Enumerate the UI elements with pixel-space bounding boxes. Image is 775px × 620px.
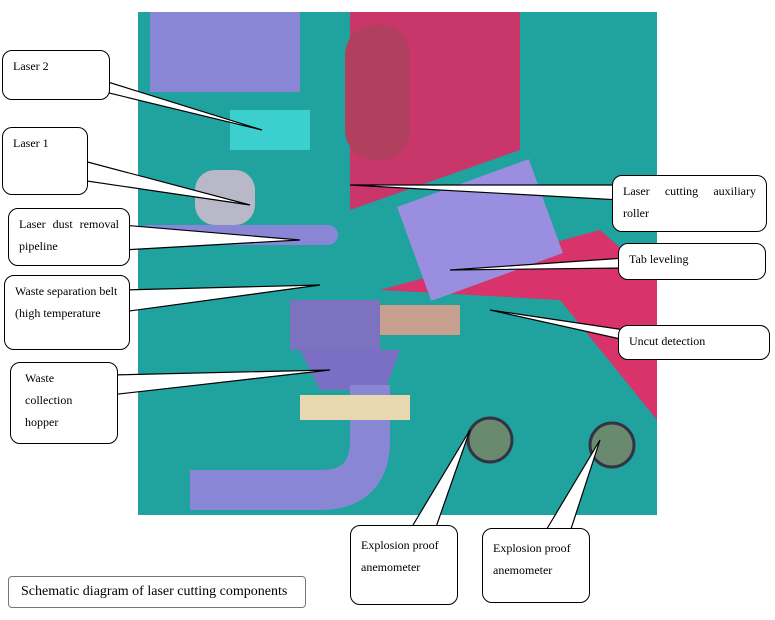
bracket-plate bbox=[300, 395, 410, 420]
label-aux-roller: Laser cutting auxiliary roller bbox=[623, 184, 756, 220]
callout-anemometer-2: Explosion proof anemometer bbox=[482, 528, 590, 603]
uncut-detection-sensor bbox=[380, 305, 460, 335]
label-dust-pipeline: Laser dust removal pipeline bbox=[19, 217, 119, 253]
waste-pipe bbox=[190, 439, 390, 510]
anemometer-1 bbox=[466, 416, 514, 464]
upper-purple-housing bbox=[150, 12, 300, 92]
callout-aux-roller: Laser cutting auxiliary roller bbox=[612, 175, 767, 232]
callout-anemometer-1: Explosion proof anemometer bbox=[350, 525, 458, 605]
callout-tab-leveling: Tab leveling bbox=[618, 243, 766, 280]
callout-dust-pipeline: Laser dust removal pipeline bbox=[8, 208, 130, 266]
label-anemometer-1: Explosion proof anemometer bbox=[361, 538, 439, 574]
label-laser2: Laser 2 bbox=[13, 59, 49, 73]
callout-pointers bbox=[79, 76, 626, 533]
auxiliary-roller bbox=[345, 25, 410, 160]
cutting-head bbox=[290, 300, 380, 350]
laser1-body bbox=[195, 170, 255, 225]
label-laser1: Laser 1 bbox=[13, 136, 49, 150]
label-anemometer-2: Explosion proof anemometer bbox=[493, 541, 571, 577]
label-waste-belt: Waste separation belt (high temperature bbox=[15, 284, 118, 320]
laser2-body bbox=[230, 110, 310, 150]
callout-laser2: Laser 2 bbox=[2, 50, 110, 100]
label-uncut-detection: Uncut detection bbox=[629, 334, 706, 348]
waste-hopper bbox=[300, 350, 400, 390]
label-tab-leveling: Tab leveling bbox=[629, 252, 689, 266]
callout-waste-belt: Waste separation belt (high temperature bbox=[4, 275, 130, 350]
callout-laser1: Laser 1 bbox=[2, 127, 88, 195]
figure-caption: Schematic diagram of laser cutting compo… bbox=[8, 576, 306, 608]
anemometer-2 bbox=[588, 421, 636, 469]
callout-waste-hopper: Waste collection hopper bbox=[10, 362, 118, 444]
label-waste-hopper: Waste collection hopper bbox=[25, 371, 73, 429]
callout-uncut-detection: Uncut detection bbox=[618, 325, 770, 360]
